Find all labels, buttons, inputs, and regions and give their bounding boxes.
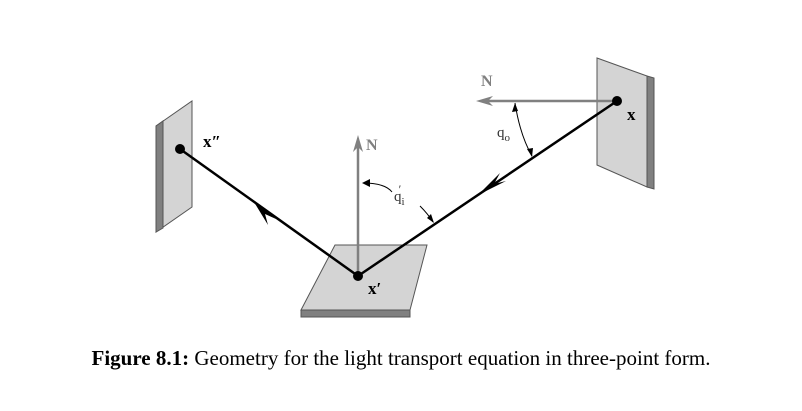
incoming-angle-label: qi′ (394, 182, 405, 208)
outgoing-angle-arc (512, 102, 533, 157)
surface-normal-arrow (353, 135, 363, 276)
point-x-double-prime (175, 144, 185, 154)
figure-label: Figure 8.1: (91, 346, 190, 370)
reflected-ray (179, 147, 359, 278)
left-panel (155, 100, 193, 233)
point-x-prime-label: x′ (368, 279, 381, 298)
point-x (612, 96, 622, 106)
light-normal-label: N (481, 73, 493, 90)
incident-ray (357, 99, 618, 278)
right-panel (596, 57, 655, 190)
figure-caption: Figure 8.1: Geometry for the light trans… (0, 346, 802, 371)
incoming-angle-arc (362, 179, 434, 223)
figure-caption-text: Geometry for the light transport equatio… (194, 346, 711, 370)
point-x-label: x (627, 105, 636, 124)
outgoing-angle-label: qo (497, 125, 511, 144)
surface-normal-label: N (366, 137, 378, 154)
point-x-prime (353, 271, 363, 281)
light-normal-arrow (476, 96, 617, 106)
point-x-double-prime-label: x″ (203, 132, 221, 151)
floor-panel (300, 244, 428, 318)
